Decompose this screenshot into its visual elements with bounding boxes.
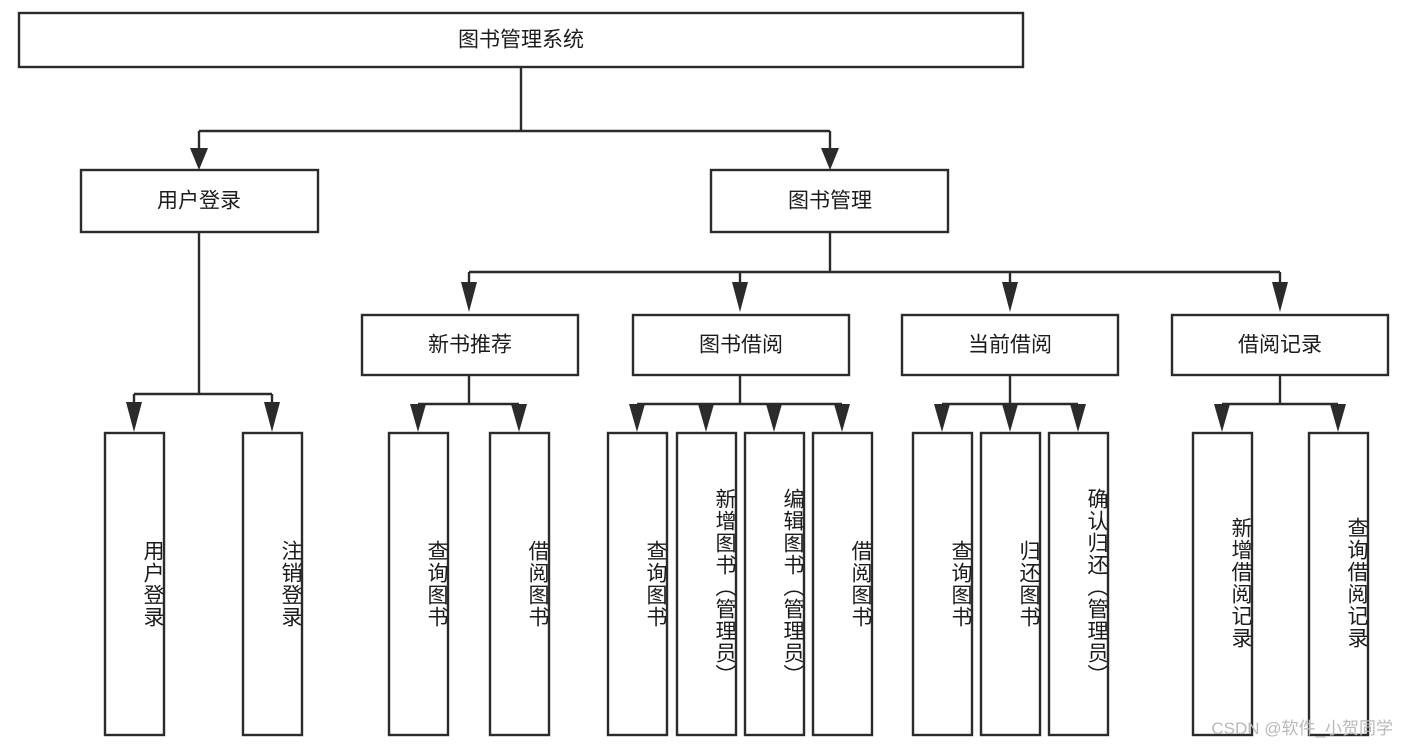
arrow-to-leaf-user-logout [264, 402, 280, 432]
arrow-to-book-manage [821, 148, 839, 170]
leafbox-leaf-add-record[interactable] [1191, 431, 1254, 737]
arrow-to-leaf-add-record [1214, 404, 1230, 432]
leafbox-leaf-query-book-1[interactable] [387, 431, 450, 737]
leafbox-leaf-confirm-return[interactable] [1047, 431, 1110, 737]
arrow-to-borrow-record [1272, 282, 1288, 312]
arrow-to-leaf-query-book-3 [934, 404, 950, 432]
connector-group-current-borrow [934, 375, 1086, 432]
node-root-box[interactable] [17, 11, 1025, 69]
leafbox-leaf-borrow-book-1[interactable] [488, 431, 551, 737]
node-book-borrow[interactable] [631, 313, 851, 377]
connector-group-book-borrow [629, 375, 850, 432]
node-borrow-record[interactable] [1170, 313, 1390, 377]
leafbox-leaf-borrow-book-2[interactable] [811, 431, 874, 737]
arrow-to-leaf-return-book [1002, 404, 1018, 432]
arrow-to-current-borrow [1002, 282, 1018, 312]
arrow-to-leaf-query-book-1 [410, 404, 426, 432]
leafbox-leaf-query-book-3[interactable] [911, 431, 974, 737]
label-current-borrow: 当前借阅 [968, 334, 1052, 357]
leafbox-leaf-user-login[interactable] [103, 431, 166, 737]
label-borrow-record: 借阅记录 [1238, 334, 1322, 357]
connector-group-user-login [126, 232, 280, 432]
node-new-book-recommend[interactable] [360, 313, 580, 377]
arrow-to-leaf-query-book-2 [629, 404, 645, 432]
arrow-to-leaf-borrow-book-1 [511, 404, 527, 432]
leafbox-leaf-query-record[interactable] [1307, 431, 1370, 737]
arrow-to-leaf-confirm-return [1070, 404, 1086, 432]
node-current-borrow[interactable] [900, 313, 1120, 377]
connector-group-root [190, 67, 839, 170]
leafbox-leaf-query-book-2[interactable] [606, 431, 669, 737]
label-book-manage: 图书管理 [788, 190, 872, 213]
root-label: 图书管理系统 [458, 29, 584, 52]
connector-group-new-book-recommend [410, 375, 527, 432]
label-new-book-recommend: 新书推荐 [428, 334, 512, 357]
node-user-login[interactable] [79, 168, 320, 234]
leafbox-leaf-return-book[interactable] [979, 431, 1042, 737]
arrow-to-user-login [190, 148, 208, 170]
arrow-to-new-book-recommend [461, 282, 477, 312]
label-user-login: 用户登录 [157, 190, 241, 213]
label-book-borrow: 图书借阅 [699, 334, 783, 357]
arrow-to-leaf-borrow-book-2 [834, 404, 850, 432]
arrow-to-leaf-user-login [126, 402, 142, 432]
connector-group-borrow-record [1214, 375, 1346, 432]
leafbox-leaf-edit-book[interactable] [743, 431, 806, 737]
arrow-to-leaf-add-book [698, 404, 714, 432]
leafbox-leaf-add-book[interactable] [675, 431, 738, 737]
arrow-to-leaf-edit-book [766, 404, 782, 432]
leafbox-leaf-user-logout[interactable] [241, 431, 304, 737]
arrow-to-leaf-query-record [1330, 404, 1346, 432]
arrow-to-book-borrow [732, 282, 748, 312]
connector-group-book-manage [461, 232, 1288, 312]
